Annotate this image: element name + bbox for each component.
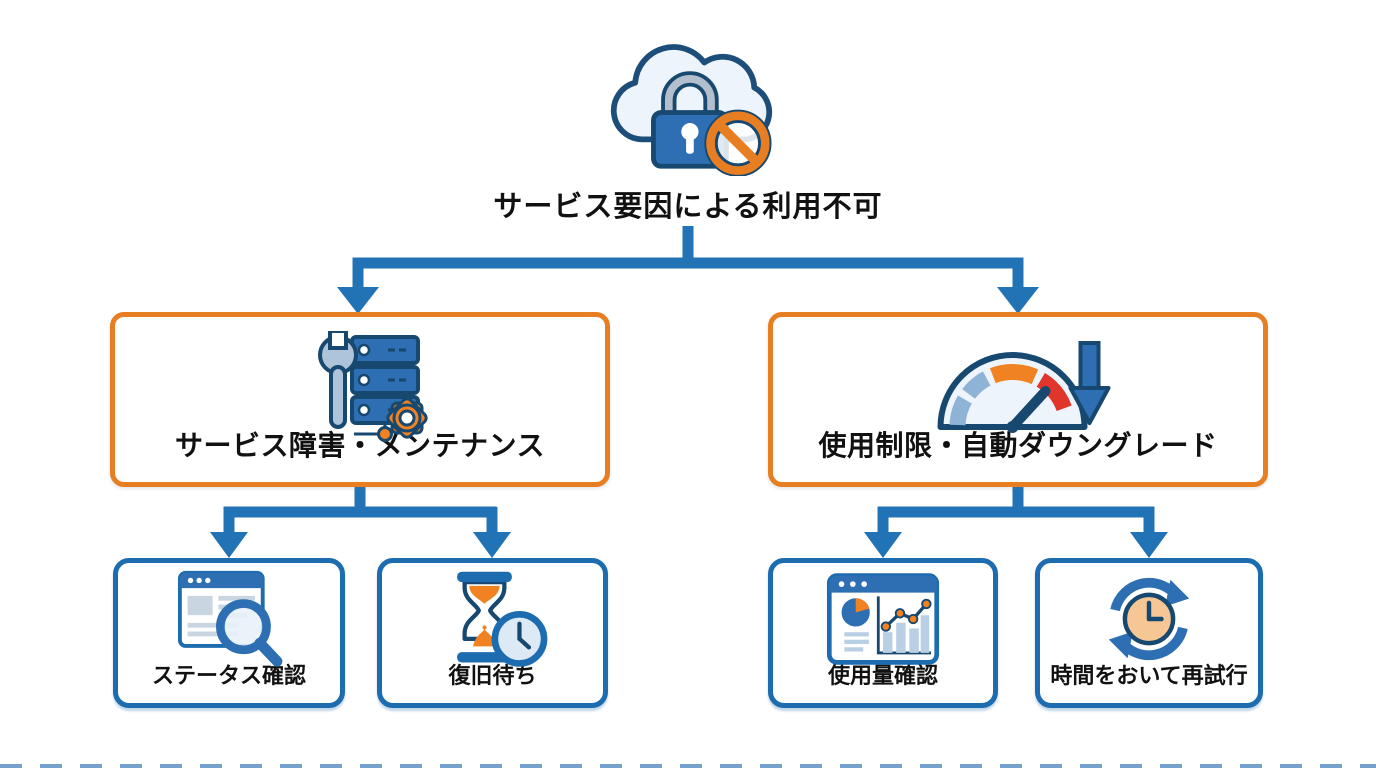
leaf-box-retry-later: 時間をおいて再試行 [1035,558,1263,708]
retry-clock-icon [1040,571,1258,667]
cloud-lock-blocked-icon [592,24,784,177]
leaf-label-wait-recovery: 復旧待ち [448,664,537,689]
hourglass-clock-icon [382,571,603,667]
leaf-box-status-check: ステータス確認 [113,558,345,708]
branch-label-usage-limit: 使用制限・自動ダウングレード [818,429,1218,462]
status-page-search-icon [118,570,340,667]
branch-box-usage-limit: 使用制限・自動ダウングレード [768,312,1268,487]
leaf-box-wait-recovery: 復旧待ち [377,558,608,708]
root-node-label: サービス要因による利用不可 [493,189,883,223]
gauge-downgrade-icon [773,331,1263,443]
usage-dashboard-icon [773,571,993,667]
leaf-box-usage-check: 使用量確認 [768,558,998,708]
bottom-edge-dotted-line [0,764,1376,768]
leaf-label-usage-check: 使用量確認 [827,664,938,689]
server-maintenance-icon [115,331,605,443]
leaf-label-retry-later: 時間をおいて再試行 [1050,664,1248,689]
branch-box-service-outage: サービス障害・メンテナンス [110,312,610,487]
leaf-label-status-check: ステータス確認 [151,664,306,689]
